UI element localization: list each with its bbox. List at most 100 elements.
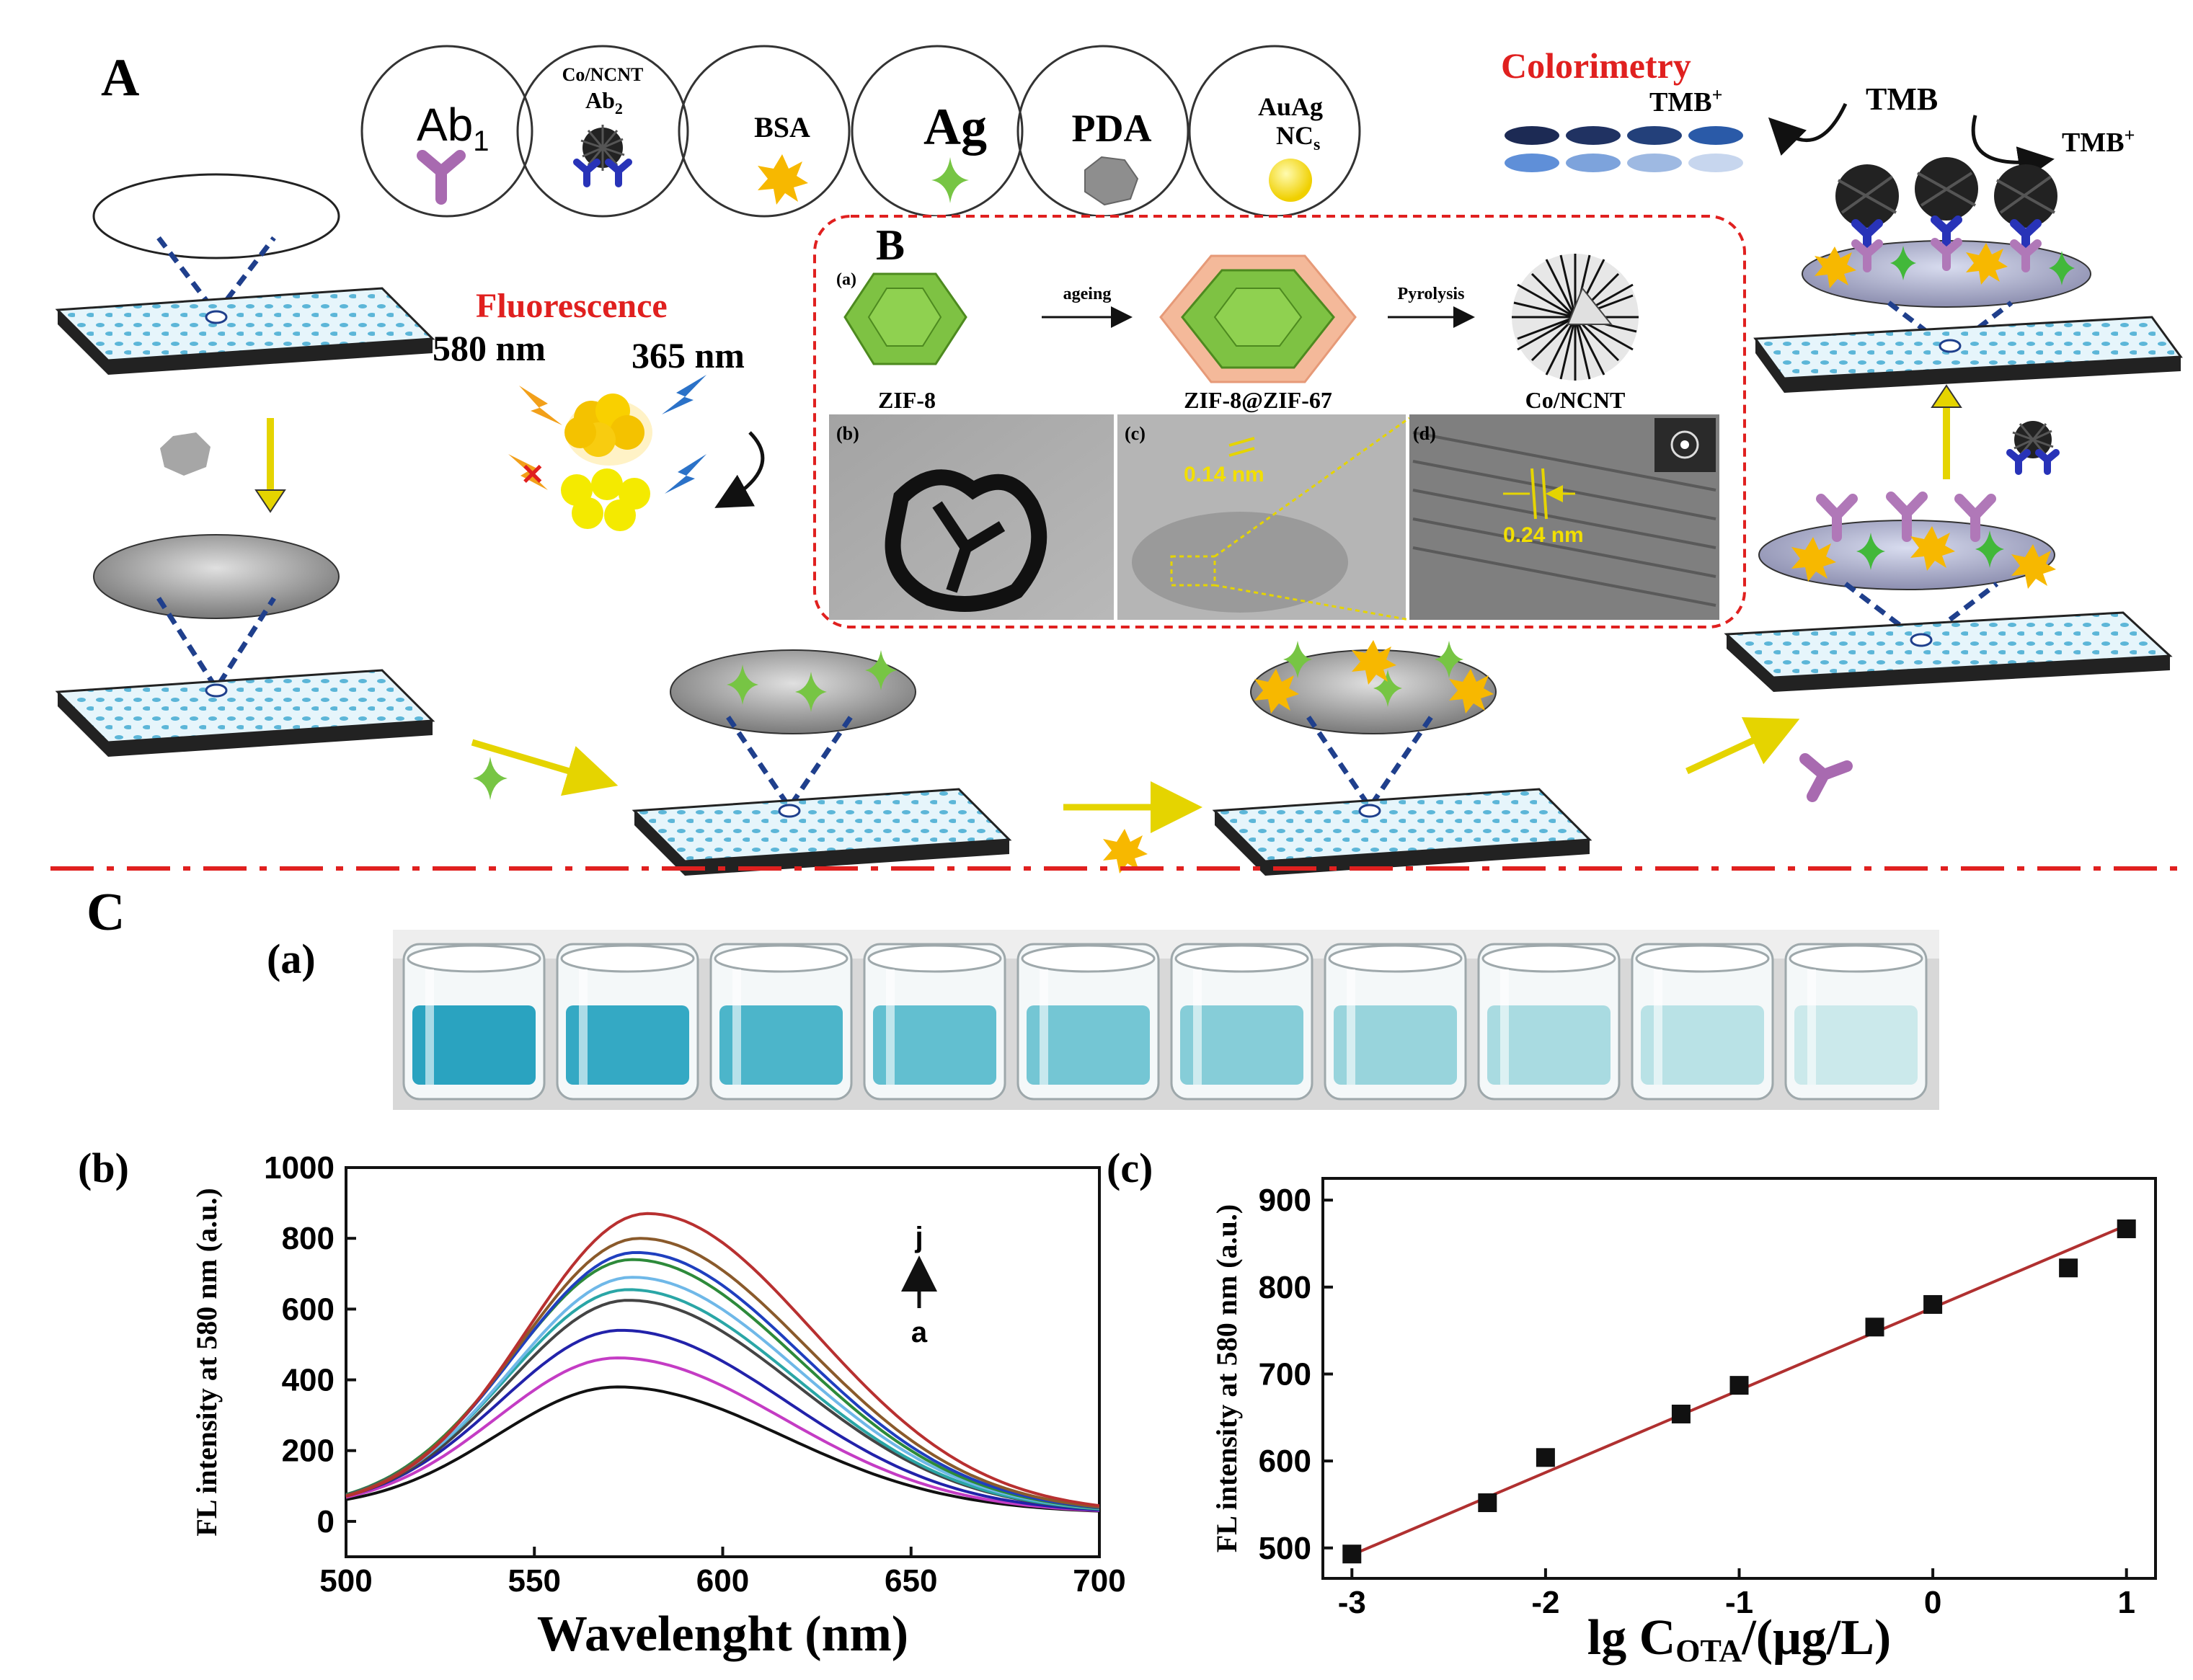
y-tick-label: 600	[1259, 1444, 1311, 1479]
data-point	[1478, 1493, 1497, 1513]
spectrum-line-d	[345, 1299, 1100, 1511]
well-zoom-blank	[92, 173, 340, 259]
x-axis-label: lg COTA/(μg/L)	[1587, 1610, 1891, 1668]
legend-bsa-label: BSA	[754, 111, 810, 143]
plate-step-5	[1724, 492, 2173, 692]
lightning-icon	[508, 375, 706, 494]
cuvette-highlight	[1500, 969, 1509, 1085]
tem-image-b: (b)	[829, 414, 1114, 620]
spectrum-line-a	[345, 1385, 1100, 1513]
data-point	[1671, 1404, 1691, 1423]
x-tick-label: 650	[885, 1563, 937, 1599]
data-point	[2059, 1258, 2078, 1278]
svg-text:(c): (c)	[1125, 423, 1146, 444]
cuvette-highlight	[579, 969, 588, 1085]
y-tick-label: 900	[1259, 1183, 1311, 1218]
x-tick-label: 700	[1073, 1563, 1125, 1599]
legend-ncs-label: NCs	[1276, 121, 1320, 154]
core-shell-label: ZIF-8@ZIF-67	[1184, 387, 1332, 413]
spectrum-line-b	[345, 1356, 1100, 1512]
spectrum-line-g	[345, 1258, 1100, 1510]
cuvette-solution	[412, 1005, 536, 1085]
data-point	[1865, 1317, 1884, 1337]
svg-text:(b): (b)	[836, 423, 859, 444]
diagonal-arrow-icon	[1685, 717, 1800, 775]
y-tick-label: 1000	[264, 1150, 335, 1186]
tmb-plus-left: TMB+	[1649, 84, 1722, 117]
conanct-particle	[1512, 254, 1639, 381]
x-tick-label: 600	[696, 1563, 749, 1599]
cuvette-highlight	[425, 969, 434, 1085]
cuvette-rim	[1021, 944, 1156, 973]
step-pyrolysis-label: Pyrolysis	[1398, 285, 1465, 303]
cuvette-rim	[867, 944, 1002, 973]
antibody-icon	[1799, 753, 1853, 802]
excitation-wavelength: 365 nm	[632, 335, 745, 375]
y-tick-label: 600	[282, 1292, 335, 1327]
well-zoom-antigen	[670, 649, 916, 734]
x-tick-label: 550	[508, 1563, 561, 1599]
aggregated-nanoclusters	[564, 394, 652, 466]
cuvette-highlight	[1347, 969, 1355, 1085]
up-arrow-head	[1931, 384, 1962, 408]
plate-step-6	[1753, 157, 2183, 393]
x-tick-label: 500	[319, 1563, 372, 1599]
y-axis-label: FL intensity at 580 nm (a.u.)	[1210, 1204, 1243, 1552]
svg-text:(d): (d)	[1413, 423, 1436, 444]
panel-c-sub-a: (a)	[267, 935, 316, 982]
core-shell-crystal	[1159, 254, 1357, 383]
cuvette-highlight	[1040, 969, 1048, 1085]
pda-icon	[160, 432, 211, 476]
panel-c-sub-c: (c)	[1107, 1145, 1153, 1191]
cuvette-highlight	[732, 969, 741, 1085]
antigen-icon	[473, 757, 508, 800]
step-ageing-label: ageing	[1063, 285, 1112, 303]
well-zoom-pda	[93, 534, 340, 619]
series-annotation-top: j	[914, 1222, 923, 1253]
quench-x-icon: ✕	[520, 458, 545, 491]
cuvette-highlight	[886, 969, 895, 1085]
y-tick-label: 800	[1259, 1270, 1311, 1305]
y-tick-label: 500	[1259, 1531, 1311, 1566]
zif8-crystal	[843, 272, 967, 365]
tmb-curve-arrow-right	[1971, 115, 2055, 182]
cuvette-rim	[1789, 944, 1923, 973]
spectrum-line-c	[345, 1328, 1100, 1512]
synthesis-sub-a: (a)	[836, 270, 856, 289]
panel-label-b: B	[876, 221, 905, 269]
legend-ab1-label: Ab1	[417, 99, 489, 157]
legend-circle-bsa	[678, 45, 851, 218]
cuvette-solution	[1027, 1005, 1150, 1085]
legend-row: Ab1 Co/NCNT Ab2 BSA Ag PDA AuAg NCs	[360, 45, 1361, 218]
legend-conanct-label: Co/NCNT	[562, 64, 644, 85]
spectrum-line-f	[345, 1276, 1100, 1510]
right-arrow-icon	[471, 739, 619, 796]
panel-label-c: C	[87, 883, 125, 942]
spectrum-line-i	[345, 1237, 1100, 1508]
antibody-icon	[417, 150, 466, 205]
fluorescence-title: Fluorescence	[476, 287, 668, 325]
data-point	[1923, 1294, 1943, 1314]
conanct-antibody-icon	[2006, 421, 2060, 475]
tem-image-c: (c) 0.14 nm	[1117, 414, 1410, 621]
cuvette-photo	[393, 930, 1939, 1110]
dispersed-nanoclusters	[561, 468, 650, 531]
cuvette-solution	[1487, 1005, 1611, 1085]
colorimetry-block: Colorimetry TMB+ TMB TMB+	[1501, 45, 2135, 182]
antigen-icon	[931, 157, 969, 203]
cycle-arrow-icon	[714, 431, 765, 508]
tmb-color-dots	[1505, 126, 1743, 172]
bsa-icon	[758, 154, 808, 205]
legend-ag-label: Ag	[923, 98, 987, 156]
lattice-spacing-1: 0.14 nm	[1184, 463, 1264, 486]
legend-pda-label: PDA	[1072, 107, 1152, 150]
cuvette-rim	[1328, 944, 1463, 973]
series-annotation-bottom: a	[911, 1317, 928, 1348]
panel-label-a: A	[101, 48, 139, 107]
x-tick-label: 1	[2117, 1585, 2135, 1620]
bsa-icon	[1103, 829, 1148, 874]
plate-step-2	[55, 534, 435, 757]
x-tick-label: -3	[1338, 1585, 1366, 1620]
cuvette-rim	[1635, 944, 1770, 973]
